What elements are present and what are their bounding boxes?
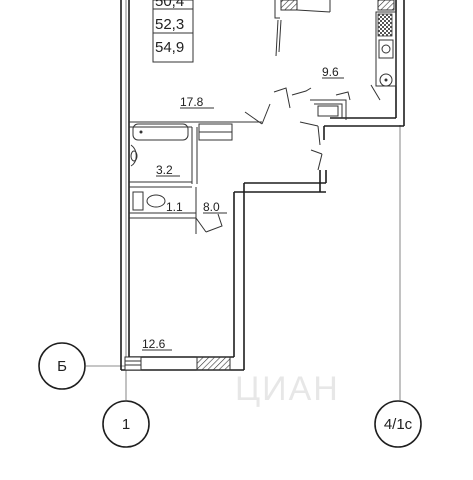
room-area-hall: 8.0 — [203, 200, 220, 214]
window-bedroom — [124, 356, 231, 371]
area-total-1: 50,4 — [155, 0, 184, 10]
room-area-bedroom: 12.6 — [142, 337, 166, 351]
kitchen-niche — [310, 99, 347, 120]
hall-partitions — [230, 103, 323, 171]
axis-1-label: 1 — [122, 416, 130, 433]
axis-marker-1: 1 — [102, 400, 150, 448]
area-table: 50,4 52,3 54,9 — [152, 0, 194, 63]
bathroom — [129, 121, 236, 188]
watermark: ЦИАН — [235, 370, 340, 408]
room-area-bathroom: 3.2 — [156, 163, 173, 177]
window-top-left — [280, 0, 298, 11]
axis-marker-4-1c: 4/1с — [374, 400, 422, 448]
kitchen-partitions — [273, 0, 381, 109]
room-area-wc: 1.1 — [166, 200, 183, 214]
room-area-living: 17.8 — [180, 95, 204, 109]
room-area-kitchen: 9.6 — [322, 65, 339, 79]
room-labels: 17.8 9.6 3.2 1.1 8.0 12.6 — [142, 65, 344, 351]
axis-4-1c-label: 4/1с — [384, 416, 413, 433]
area-total-2: 52,3 — [155, 16, 184, 33]
kitchen-counter — [375, 11, 397, 87]
area-total-3: 54,9 — [155, 39, 184, 56]
window-top-right — [377, 0, 395, 11]
axis-marker-b: Б — [38, 342, 86, 390]
axis-b-label: Б — [57, 358, 67, 375]
